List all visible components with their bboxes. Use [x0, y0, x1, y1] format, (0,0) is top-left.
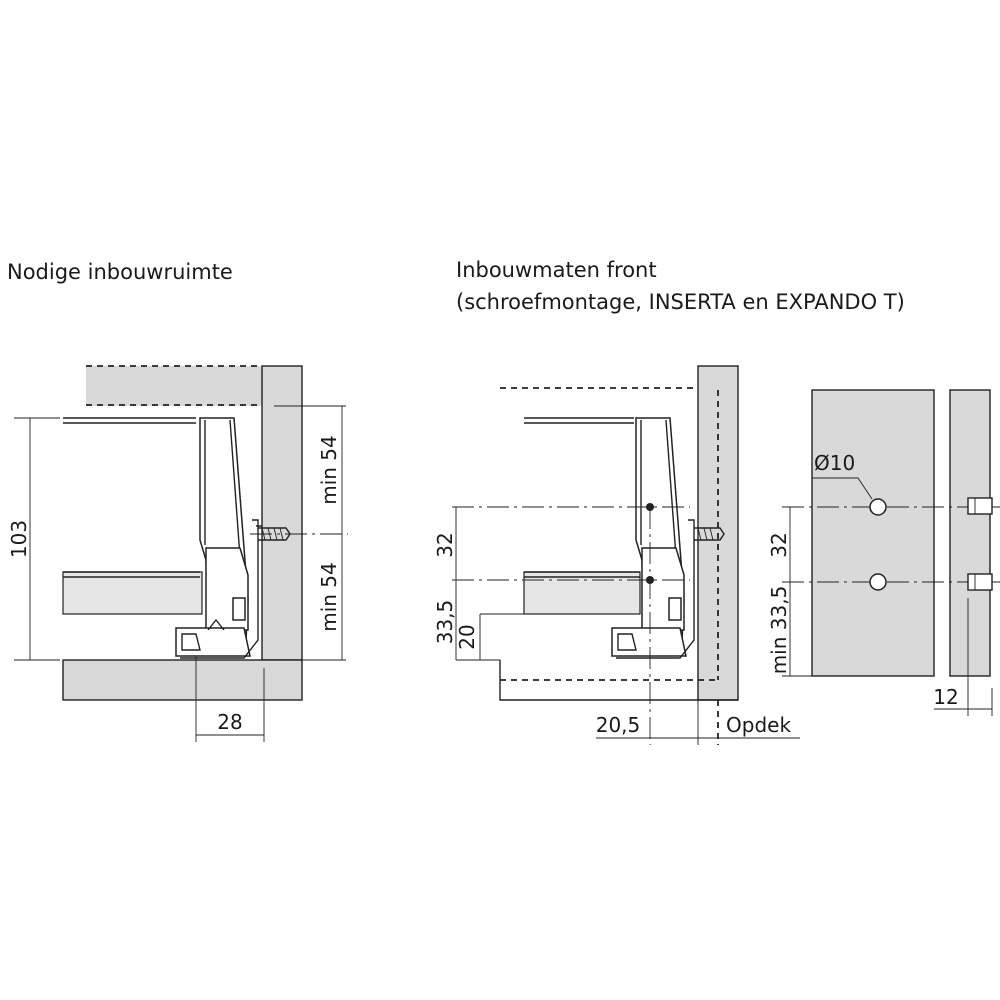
drawer-top-edge — [63, 417, 196, 424]
panel-dim-lines — [782, 507, 812, 677]
left-diagram: 103 min 54 min 54 28 — [7, 365, 348, 742]
dim-upper-label: min 54 — [317, 435, 341, 505]
dim-32-label: 32 — [433, 532, 457, 557]
dim-33-5-label: 33,5 — [433, 600, 457, 645]
dim-20-5-lines — [596, 700, 800, 745]
front-panel-face — [811, 389, 935, 677]
cabinet-top-panel — [86, 366, 262, 406]
dim-103-lines — [14, 417, 60, 661]
front-runner-bottom-clip — [611, 627, 687, 657]
front-screw-icon — [694, 527, 725, 541]
panel-hole-upper — [869, 498, 887, 516]
runner-rail — [180, 519, 262, 659]
diameter-leader — [812, 477, 873, 500]
cabinet-bottom-panel — [62, 659, 303, 701]
cabinet-top-dashes — [86, 365, 262, 406]
cabinet-side-wall — [261, 365, 303, 661]
dim-28-label: 28 — [217, 710, 242, 734]
dim-103-label: 103 — [7, 520, 31, 558]
right-diagram-subtitle: (schroefmontage, INSERTA en EXPANDO T) — [456, 290, 905, 314]
dim-min54-lines — [274, 405, 346, 661]
front-drawer-top-edge — [524, 417, 634, 424]
runner-latch — [232, 597, 246, 621]
front-screw-thread — [697, 527, 714, 541]
front-panel-diagram: Ø10 32 min 33,5 12 — [767, 389, 1000, 716]
front-bottom-outline — [499, 660, 738, 701]
panel-dim-32-label: 32 — [767, 532, 791, 557]
dim-12-lines — [934, 598, 993, 716]
diameter-label: Ø10 — [814, 451, 855, 475]
front-runner-clip-detail — [617, 633, 637, 651]
dim-12-label: 12 — [933, 685, 958, 709]
runner-bottom-clip — [175, 627, 251, 657]
right-diagram: 32 33,5 20 20,5 Opdek — [433, 365, 800, 745]
left-diagram-title: Nodige inbouwruimte — [7, 260, 233, 284]
front-drawer-bottom-board — [523, 571, 641, 615]
dim-20-5-label: 20,5 — [596, 713, 641, 737]
drawer-bottom-board — [62, 571, 203, 615]
dowel-upper-icon — [967, 497, 993, 515]
opdek-label: Opdek — [726, 713, 791, 737]
dim-20-lines — [479, 613, 524, 660]
right-diagram-title: Inbouwmaten front — [456, 258, 657, 282]
front-runner-rail — [616, 519, 695, 659]
drawer-bottom-edge — [63, 571, 200, 578]
dim-20-label: 20 — [455, 624, 479, 649]
front-runner-latch — [668, 597, 682, 621]
panel-dim-min33-5-label: min 33,5 — [767, 586, 791, 675]
panel-hole-lower — [869, 573, 887, 591]
dowel-lower-icon — [967, 573, 993, 591]
dim-28-lines — [195, 656, 265, 742]
runner-clip-detail — [181, 618, 225, 651]
dim-32-33-lines — [455, 507, 500, 661]
dim-lower-label: min 54 — [317, 562, 341, 632]
front-drawer-bottom-edge — [524, 571, 640, 578]
front-panel-side — [949, 389, 991, 677]
